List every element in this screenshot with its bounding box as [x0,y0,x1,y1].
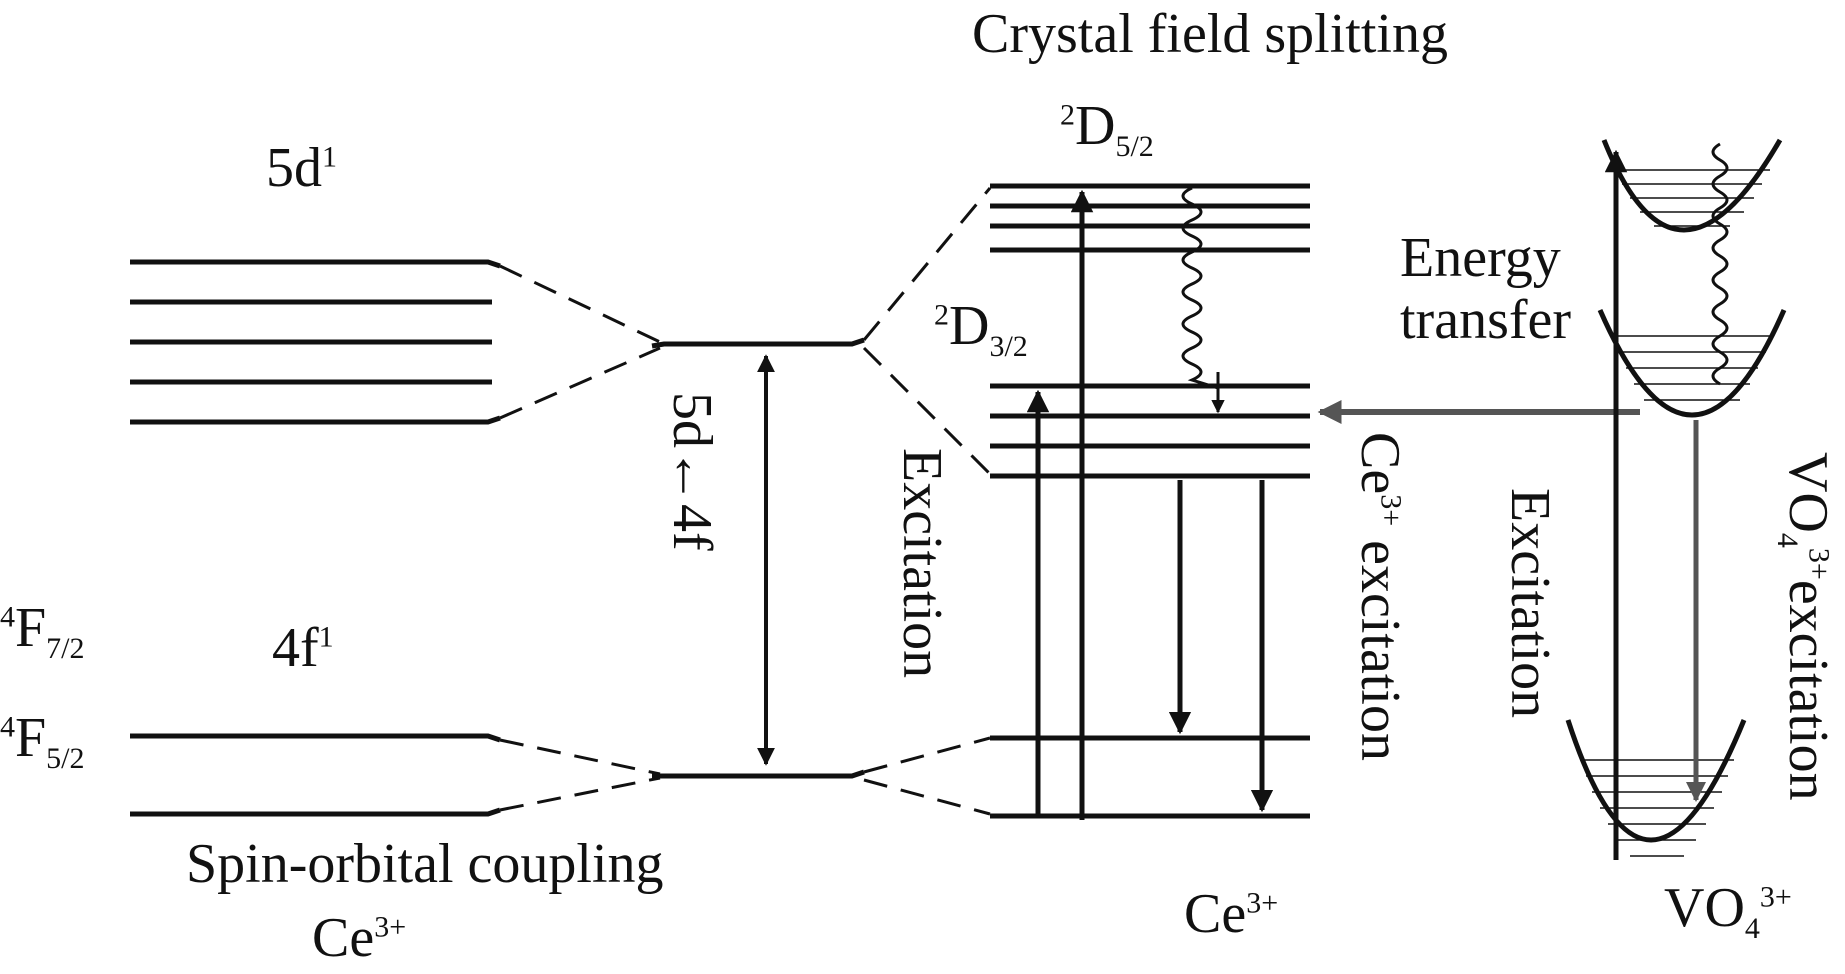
vo4-vibrational-lines [1580,169,1774,857]
vo4-potential-wells [1565,138,1787,843]
diagram-title: Crystal field splitting [972,3,1448,65]
nonradiative-relaxation [1181,186,1219,390]
energy-transfer-line2: transfer [1400,289,1572,351]
left-4f-levels [130,733,501,817]
right-ion-label: VO43+ [1664,877,1792,946]
transition-label: 5d←4f [661,392,723,551]
ce-excitation-label: Ce3+ excitation [1349,432,1411,761]
middle-ion-label: Ce3+ [1184,883,1279,945]
label-2d32: 2D3/2 [934,295,1028,364]
crystal-field-levels [990,183,1310,819]
spin-orbit-caption: Spin-orbital coupling [186,833,664,895]
vo4-ion-excitation-label: VO43+excitation [1770,452,1839,801]
excitation-label: Excitation [891,448,953,679]
right-dashed-connectors [862,187,992,816]
energy-transfer-line1: Energy [1400,227,1561,289]
label-4f1: 4f1 [272,617,334,679]
label-4f52: 4F5/2 [0,707,85,776]
centre-levels [651,337,865,779]
label-2d52: 2D5/2 [1060,95,1154,164]
left-dashed-connectors [499,264,661,812]
left-ion-label: Ce3+ [312,907,407,969]
label-4f72: 4F7/2 [0,597,85,666]
label-5d1: 5d1 [266,137,337,199]
left-5d-levels [130,259,501,425]
vo4-excitation-label: Excitation [1499,488,1561,719]
vo4-nonradiative [1711,142,1729,386]
